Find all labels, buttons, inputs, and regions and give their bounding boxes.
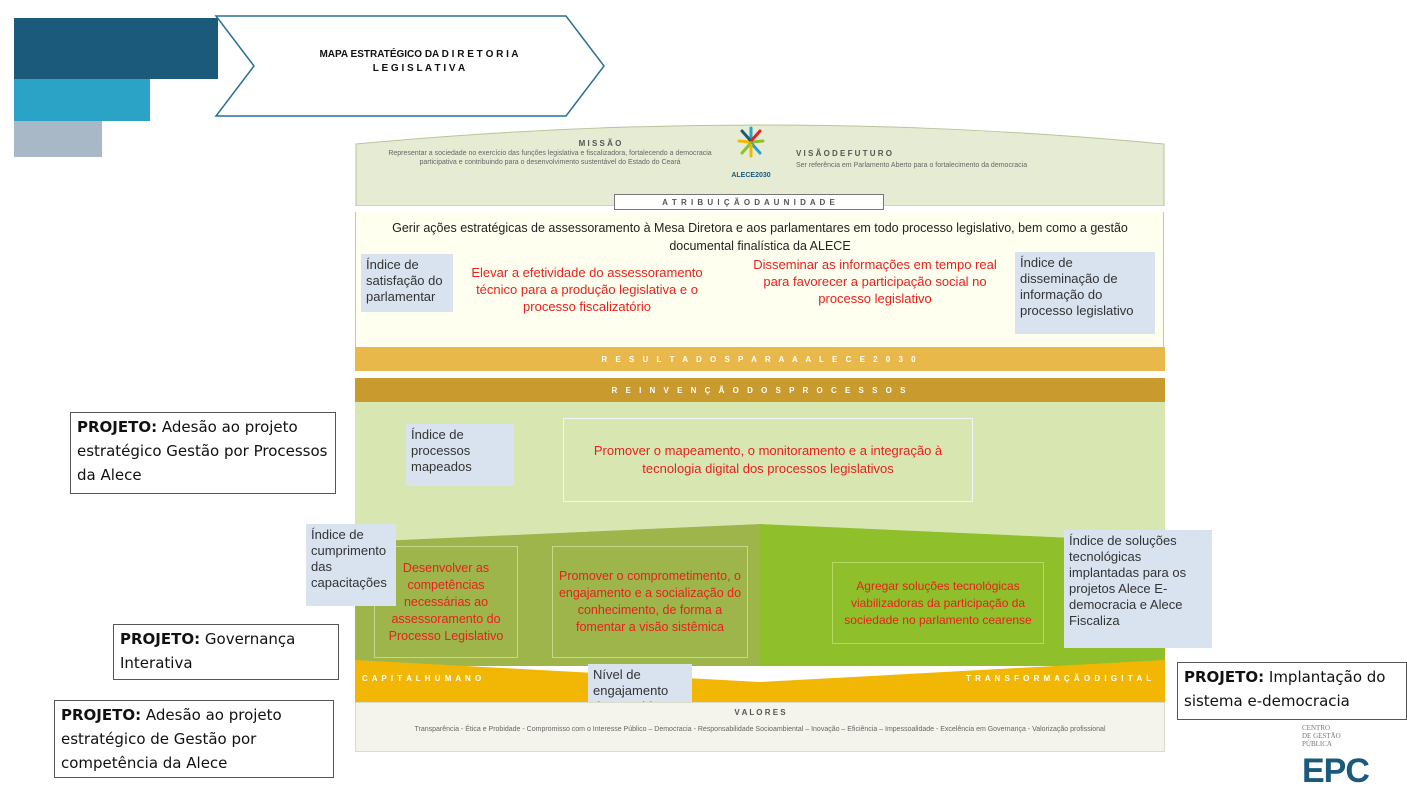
objective-tecnologicas: Agregar soluções tecnológicas viabilizad… [844, 578, 1032, 627]
projeto-label: PROJETO: [77, 418, 158, 436]
transformacao-band-text: T R A N S F O R M A Ç Ã O D I G I T A L [966, 674, 1153, 683]
valores-title: V A L O R E S [734, 708, 786, 717]
kpi-processos-mapeados: Índice de processos mapeados [406, 424, 514, 486]
projeto-text: Governança Interativa [120, 630, 296, 672]
projeto-gestao-competencia: PROJETO: Adesão ao projeto estratégico d… [54, 700, 334, 778]
decor-block-teal [14, 79, 150, 121]
projeto-text: Implantação do sistema e-democracia [1184, 668, 1386, 710]
objective-mapeamento-box: Promover o mapeamento, o monitoramento e… [563, 418, 973, 502]
projeto-label: PROJETO: [120, 630, 201, 648]
projeto-text: Adesão ao projeto estratégico de Gestão … [61, 706, 282, 772]
projeto-text: Adesão ao projeto estratégico Gestão por… [77, 418, 328, 484]
alece2030-logo-icon [737, 126, 765, 158]
missao-text: Representar a sociedade no exercício das… [388, 150, 712, 166]
logo-line-1: CENTRO [1302, 724, 1330, 732]
objective-comprometimento: Promover o comprometimento, o engajament… [558, 569, 742, 634]
resultados-band: R E S U L T A D O S P A R A A A L E C E … [355, 347, 1165, 371]
kpi-disseminacao: Índice de disseminação de informação do … [1015, 252, 1155, 334]
objective-disseminar: Disseminar as informações em tempo real … [753, 257, 997, 306]
objective-competencias-box: Desenvolver as competências necessárias … [374, 546, 518, 658]
logo-line-2: DE GESTÃO [1302, 732, 1341, 740]
page-title: MAPA ESTRATÉGICO DA D I R E T O R I A L … [254, 48, 584, 76]
processos-band-text: R E I N V E N Ç Ã O D O S P R O C E S S … [611, 385, 909, 395]
atribuicao-label-text: A T R I B U I Ç Ã O D A U N I D A D E [662, 197, 836, 207]
objective-tecnologicas-box: Agregar soluções tecnológicas viabilizad… [832, 562, 1044, 644]
kpi-cumprimento: Índice de cumprimento das capacitações [306, 524, 396, 606]
atribuicao-label: A T R I B U I Ç Ã O D A U N I D A D E [614, 194, 884, 210]
title-arrow-shape [214, 15, 605, 117]
decor-block-gray [14, 121, 102, 157]
visao-title: V I S Ã O D E F U T U R O [796, 149, 893, 158]
projeto-label: PROJETO: [61, 706, 142, 724]
title-line-2: L E G I S L A T I V A [372, 63, 466, 74]
resultados-band-text: R E S U L T A D O S P A R A A A L E C E … [601, 354, 919, 364]
projeto-gestao-processos: PROJETO: Adesão ao projeto estratégico G… [70, 412, 336, 494]
valores-area [355, 702, 1165, 752]
transformacao-band-shape [760, 660, 1165, 702]
processos-band: R E I N V E N Ç Ã O D O S P R O C E S S … [355, 378, 1165, 402]
objective-competencias: Desenvolver as competências necessárias … [388, 560, 504, 643]
decor-block-dark [14, 18, 218, 79]
missao-title: M I S S Ã O [578, 139, 622, 148]
top-arch [355, 124, 1165, 206]
processos-area [355, 402, 1165, 542]
projeto-label: PROJETO: [1184, 668, 1265, 686]
atribuicao-text: Gerir ações estratégicas de assessoramen… [392, 221, 1128, 253]
capital-humano-band-text: C A P I T A L H U M A N O [362, 674, 483, 683]
title-line-1: MAPA ESTRATÉGICO DA D I R E T O R I A [319, 49, 519, 60]
valores-text: Transparência - Ética e Probidade - Comp… [414, 726, 1106, 733]
epc-logo-mark: EPC [1302, 752, 1370, 790]
objective-efetividade: Elevar a efetividade do assessoramento t… [471, 265, 703, 314]
projeto-governanca: PROJETO: Governança Interativa [113, 624, 339, 680]
objective-mapeamento: Promover o mapeamento, o monitoramento e… [593, 443, 943, 476]
kpi-satisfacao: Índice de satisfação do parlamentar [361, 254, 453, 312]
projeto-e-democracia: PROJETO: Implantação do sistema e-democr… [1177, 662, 1407, 720]
logo-line-3: PÚBLICA [1302, 740, 1332, 748]
centro-gestao-logo: CENTRO DE GESTÃO PÚBLICA [1302, 724, 1407, 748]
visao-text: Ser referência em Parlamento Aberto para… [796, 162, 1028, 169]
capital-area [355, 524, 1165, 666]
kpi-solucoes-tecnologicas: Índice de soluções tecnológicas implanta… [1064, 530, 1212, 648]
objective-comprometimento-box: Promover o comprometimento, o engajament… [552, 546, 748, 658]
alece2030-logo-text: ALECE2030 [731, 172, 771, 179]
